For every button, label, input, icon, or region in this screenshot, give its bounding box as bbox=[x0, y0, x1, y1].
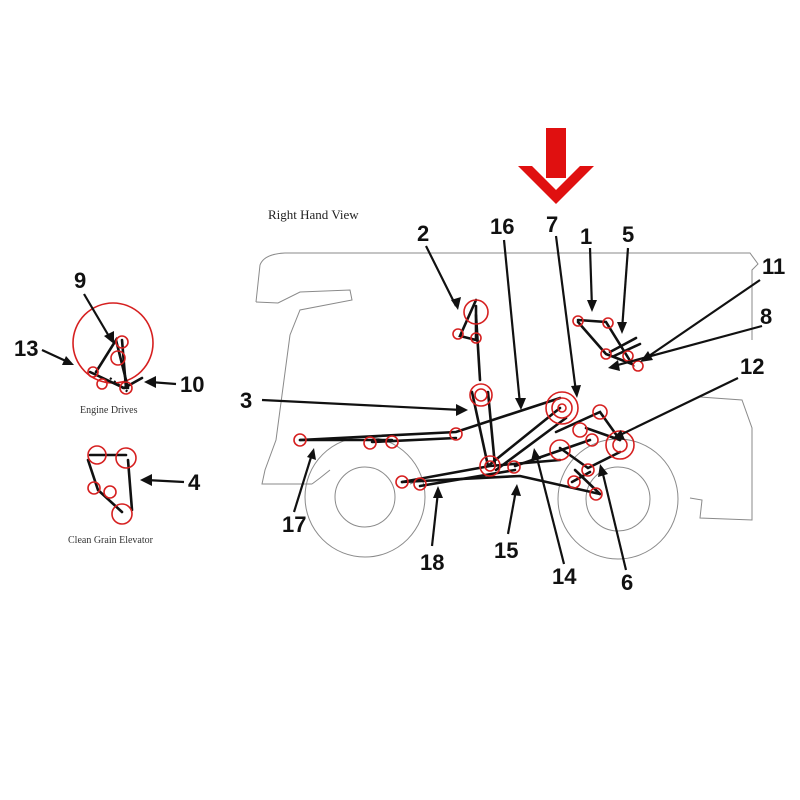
callout-8: 8 bbox=[760, 304, 772, 329]
callout-10: 10 bbox=[180, 372, 204, 397]
engine-drives-inset: Engine Drives bbox=[72, 302, 154, 416]
callout-2: 2 bbox=[417, 221, 429, 246]
callout-18: 18 bbox=[420, 550, 444, 575]
callout-6: 6 bbox=[621, 570, 633, 595]
engine-drives-caption: Engine Drives bbox=[80, 405, 138, 416]
callout-9: 9 bbox=[74, 268, 86, 293]
callout-11: 11 bbox=[762, 254, 785, 279]
combine-outline bbox=[255, 252, 759, 560]
callout-14: 14 bbox=[552, 564, 577, 589]
clean-grain-elevator-caption: Clean Grain Elevator bbox=[68, 535, 154, 546]
clean-grain-elevator-inset: Clean Grain Elevator bbox=[68, 445, 154, 546]
callout-15: 15 bbox=[494, 538, 518, 563]
callout-labels: 1 2 3 4 5 6 7 8 9 10 11 12 13 14 15 16 1… bbox=[14, 212, 785, 595]
callout-1: 1 bbox=[580, 224, 592, 249]
leader-lines bbox=[41, 235, 763, 571]
highlight-arrow-icon bbox=[518, 128, 594, 204]
callout-16: 16 bbox=[490, 214, 514, 239]
callout-5: 5 bbox=[622, 222, 634, 247]
callout-7: 7 bbox=[546, 212, 558, 237]
callout-3: 3 bbox=[240, 388, 252, 413]
leader-arrowheads bbox=[62, 297, 653, 498]
callout-17: 17 bbox=[282, 512, 306, 537]
callout-4: 4 bbox=[188, 470, 201, 495]
belt-network bbox=[298, 298, 642, 496]
callout-12: 12 bbox=[740, 354, 764, 379]
callout-13: 13 bbox=[14, 336, 38, 361]
diagram-title: Right Hand View bbox=[268, 207, 359, 222]
